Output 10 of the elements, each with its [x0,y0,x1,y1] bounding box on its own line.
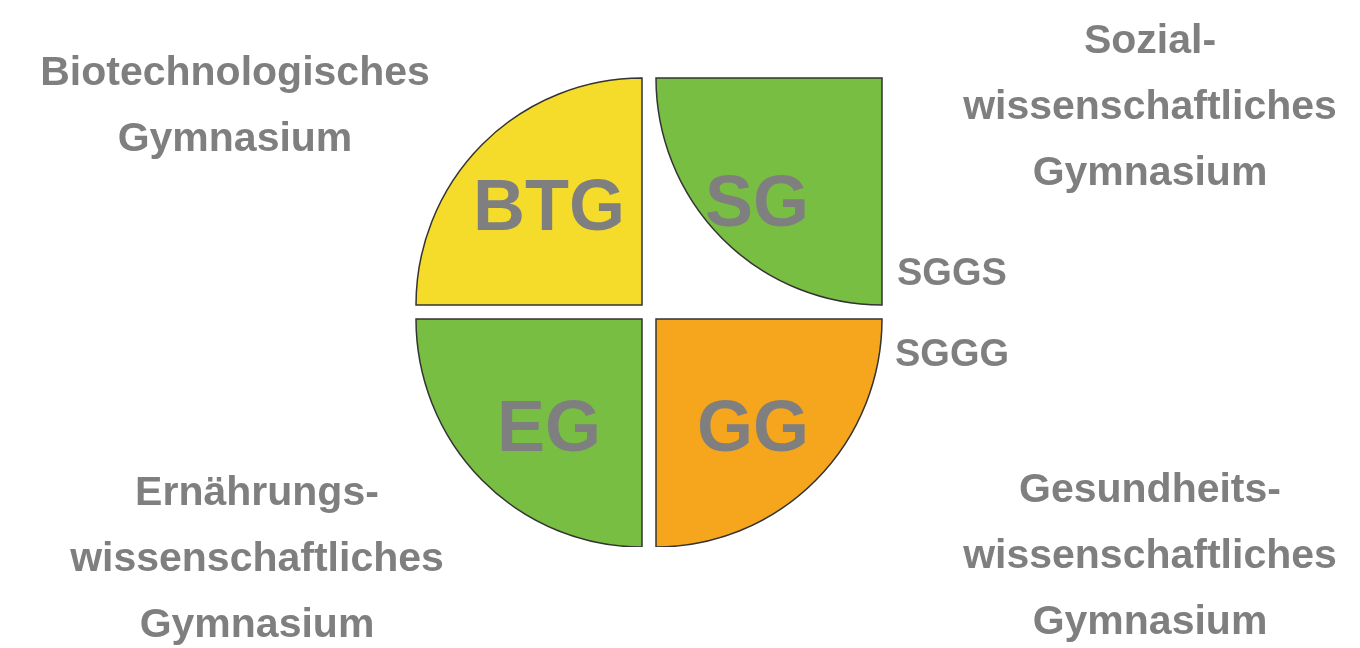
segment-label: BTG [473,169,625,241]
segment-label: EG [497,390,602,462]
school-name-caption: Ernährungs- wissenschaftliches Gymnasium [70,467,444,648]
abbreviation-label: SGGG [895,334,1010,372]
school-name-caption: Sozial- wissenschaftliches Gymnasium [963,15,1337,196]
school-name-caption: Biotechnologisches Gymnasium [40,47,430,162]
segment-label: SG [705,165,810,237]
school-name-caption: Gesundheits- wissenschaftliches Gymnasium [963,464,1337,645]
abbreviation-label: SGGS [897,253,1007,291]
segment-label: GG [697,390,809,462]
